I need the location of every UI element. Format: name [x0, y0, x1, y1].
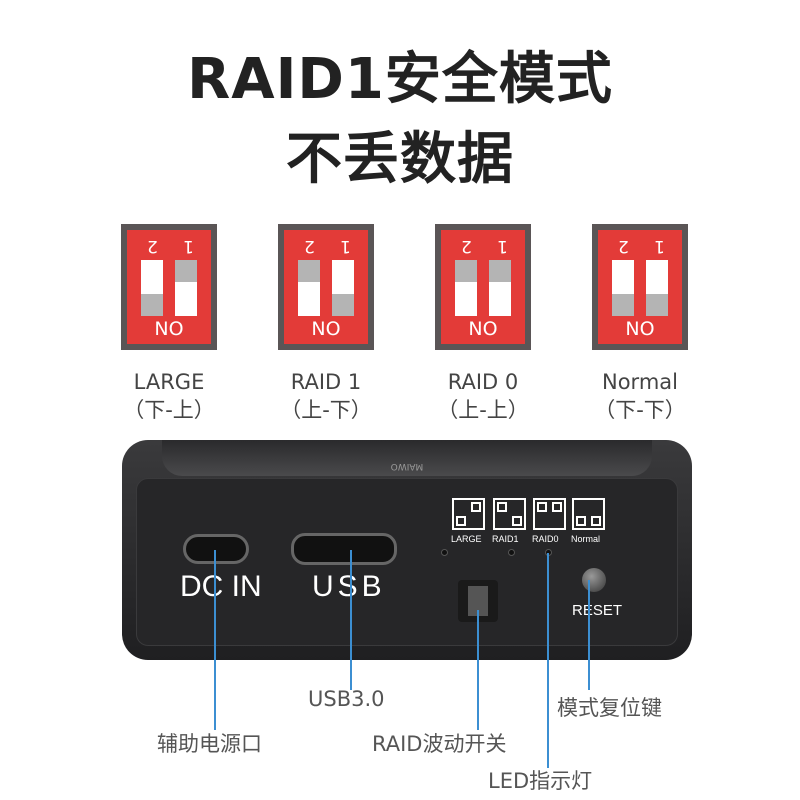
mode-label: RAID 0 （上-上）	[403, 368, 563, 424]
switch-1-number: 1	[340, 236, 351, 256]
callout-line-dc	[214, 550, 216, 730]
callout-line-led	[547, 553, 549, 768]
callout-reset: 模式复位键	[557, 696, 662, 720]
led-large	[441, 549, 448, 556]
led-raid1	[508, 549, 515, 556]
dip-diagram-3: 2 1 NO	[592, 224, 688, 350]
on-label: NO	[311, 318, 341, 340]
mode-name: RAID 1	[290, 370, 362, 394]
switch-1	[489, 260, 511, 316]
mode-label: LARGE （下-上）	[89, 368, 249, 424]
reset-label: RESET	[572, 602, 623, 619]
title-line-2: 不丢数据	[286, 127, 514, 192]
switch-2-number: 2	[618, 236, 629, 256]
switch-2	[141, 260, 163, 316]
usb-label: USB	[312, 570, 386, 603]
switch-1	[175, 260, 197, 316]
raid-enclosure: MAIWO	[122, 440, 692, 660]
switch-2	[455, 260, 477, 316]
switch-2	[298, 260, 320, 316]
mode-mark-3	[572, 498, 605, 530]
mode-mark-label: RAID1	[492, 534, 519, 544]
title-line-1: RAID1安全模式	[187, 47, 613, 112]
mode-name: RAID 0	[447, 370, 519, 394]
callout-dip: RAID波动开关	[372, 732, 507, 756]
callout-usb: USB3.0	[308, 687, 385, 711]
dc-in-label: DC IN	[180, 570, 262, 603]
mode-label: Normal （下-下）	[560, 368, 720, 424]
switch-1-number: 1	[497, 236, 508, 256]
switch-2-number: 2	[461, 236, 472, 256]
mode-positions: （上-上）	[437, 398, 529, 422]
dc-in-port	[183, 534, 249, 564]
callout-led: LED指示灯	[488, 769, 593, 793]
switch-1-number: 1	[183, 236, 194, 256]
mode-mark-0	[452, 498, 485, 530]
dip-switch[interactable]	[458, 580, 498, 622]
on-label: NO	[154, 318, 184, 340]
callout-line-usb	[350, 550, 352, 690]
mode-mark-label: LARGE	[451, 534, 482, 544]
on-label: NO	[625, 318, 655, 340]
switch-2	[612, 260, 634, 316]
on-label: NO	[468, 318, 498, 340]
dip-diagram-2: 2 1 NO	[435, 224, 531, 350]
brand-print: MAIWO	[162, 440, 652, 476]
switch-1	[332, 260, 354, 316]
switch-2-number: 2	[304, 236, 315, 256]
mode-name: Normal	[602, 370, 678, 394]
mode-positions: （下-下）	[594, 398, 686, 422]
switch-1	[646, 260, 668, 316]
callout-line-dip	[477, 610, 479, 730]
callout-dc: 辅助电源口	[157, 732, 262, 756]
callout-line-reset	[588, 580, 590, 690]
mode-label: RAID 1 （上-下）	[246, 368, 406, 424]
dip-diagram-1: 2 1 NO	[278, 224, 374, 350]
mode-name: LARGE	[133, 370, 205, 394]
usb-port	[291, 533, 397, 565]
mode-mark-2	[533, 498, 566, 530]
switch-2-number: 2	[147, 236, 158, 256]
mode-positions: （上-下）	[280, 398, 372, 422]
mode-positions: （下-上）	[123, 398, 215, 422]
mode-mark-label: Normal	[571, 534, 601, 544]
switch-1-number: 1	[654, 236, 665, 256]
dip-diagram-0: 2 1 NO	[121, 224, 217, 350]
reset-button[interactable]	[582, 568, 606, 592]
mode-mark-1	[493, 498, 526, 530]
mode-mark-label: RAID0	[532, 534, 559, 544]
